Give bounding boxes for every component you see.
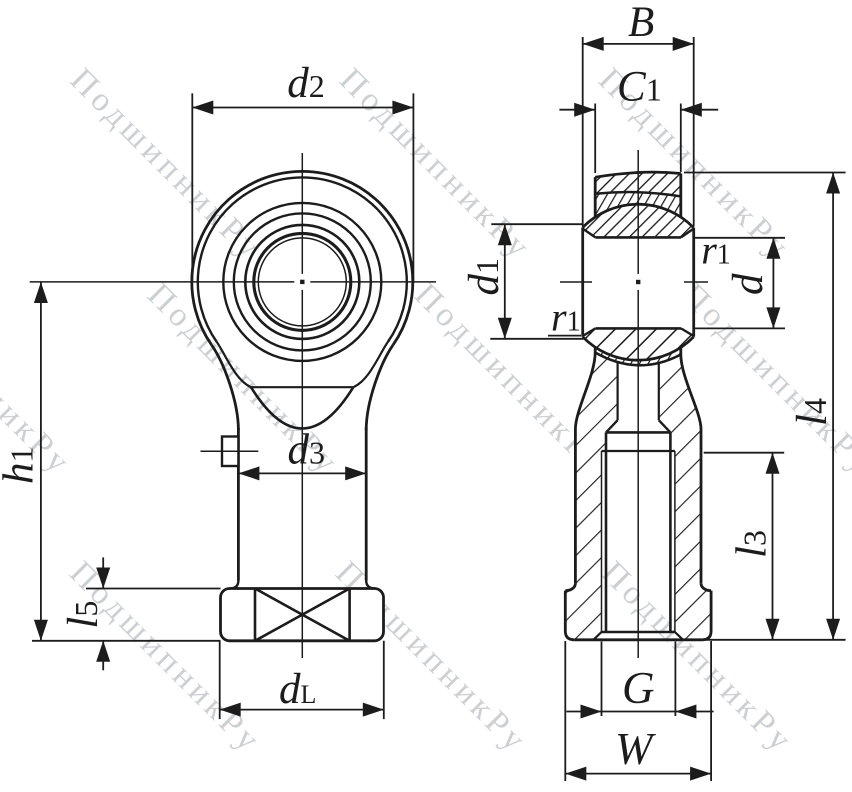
svg-text:C1: C1: [617, 64, 662, 111]
svg-text:d3: d3: [288, 427, 326, 474]
svg-text:W: W: [615, 724, 656, 774]
svg-text:l5: l5: [60, 601, 107, 629]
svg-text:l4: l4: [789, 398, 836, 426]
svg-text:l3: l3: [729, 530, 776, 558]
svg-text:d: d: [725, 273, 772, 295]
svg-text:G: G: [622, 663, 655, 713]
svg-text:h1: h1: [0, 447, 43, 485]
svg-text:d1: d1: [461, 258, 508, 296]
svg-text:d2: d2: [287, 60, 325, 107]
svg-text:B: B: [628, 0, 654, 46]
